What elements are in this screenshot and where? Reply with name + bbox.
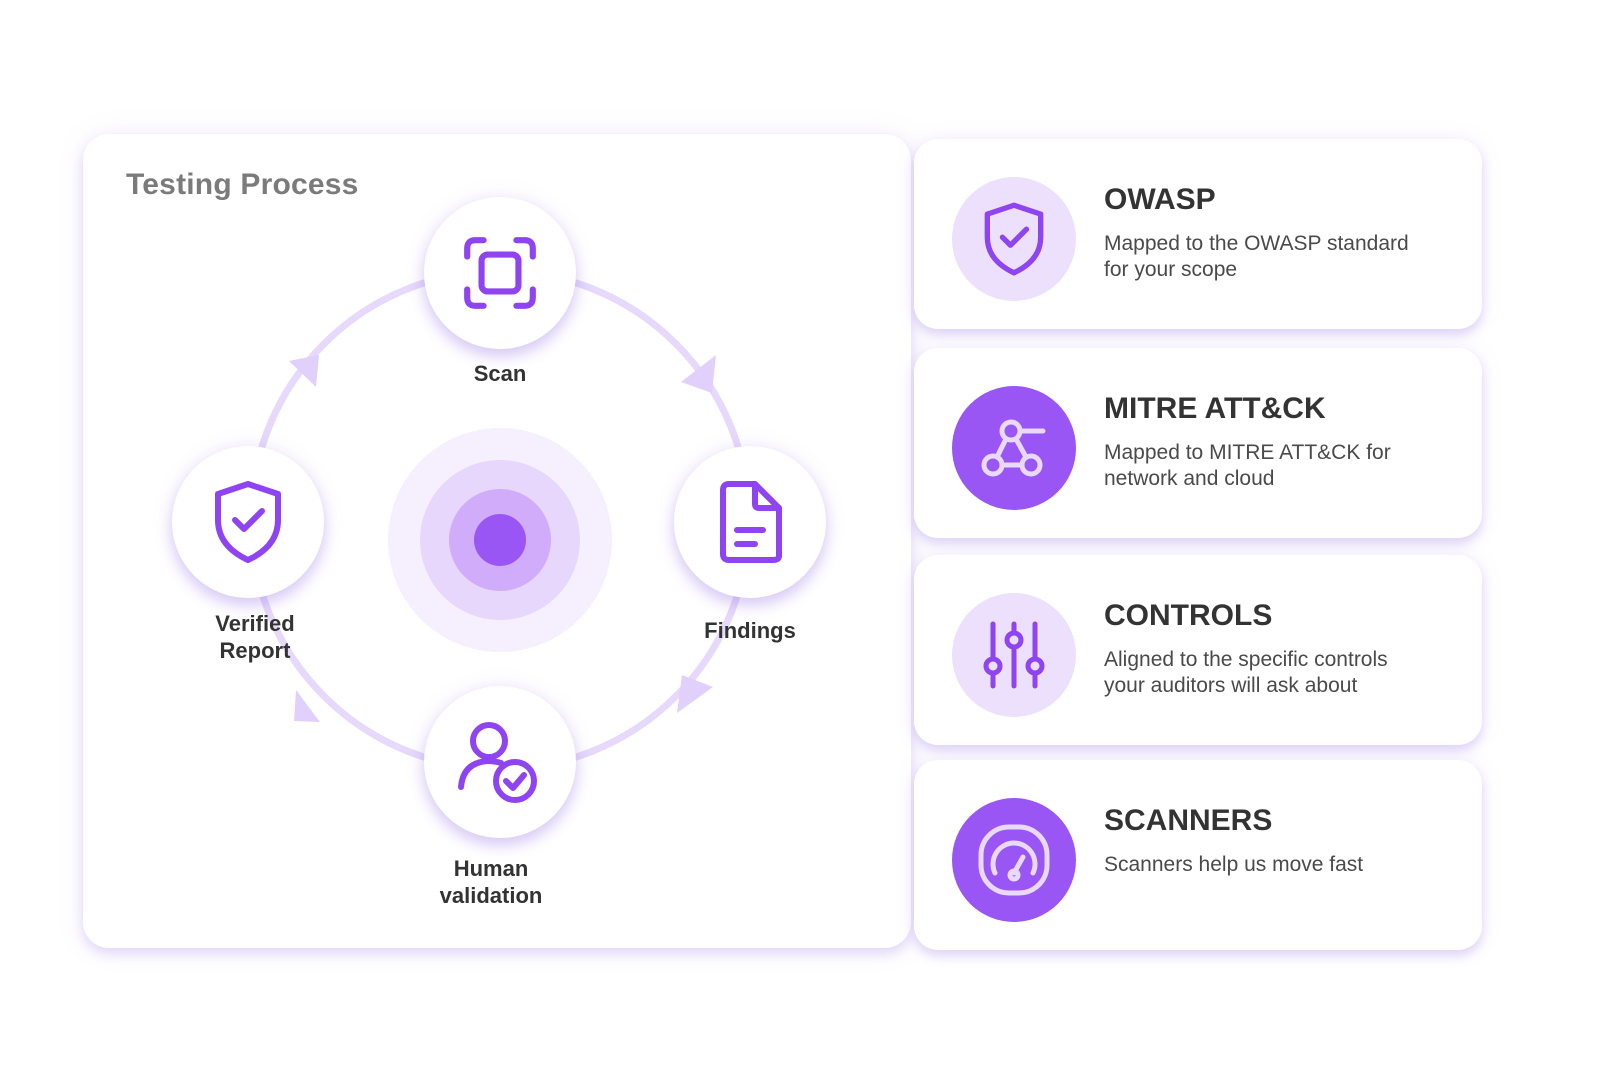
step-label-verified-report: Verified Report <box>215 611 295 663</box>
sliders-icon <box>983 621 1045 689</box>
panel-title: Testing Process <box>126 168 359 201</box>
speedometer-icon <box>978 824 1050 896</box>
card-owasp: OWASP Mapped to the OWASP standard for y… <box>914 139 1482 329</box>
step-findings <box>674 446 826 598</box>
cycle-arrow-icon <box>677 675 713 713</box>
card-description: Mapped to the OWASP standard for your sc… <box>1104 232 1409 281</box>
step-scan <box>424 197 576 349</box>
cycle-arrow-icon <box>681 355 716 393</box>
card-controls: CONTROLS Aligned to the specific control… <box>914 555 1482 745</box>
cycle-arrow-icon <box>294 690 320 722</box>
card-title: CONTROLS <box>1104 599 1273 632</box>
target-icon <box>388 428 612 652</box>
card-description: Scanners help us move fast <box>1104 853 1364 876</box>
card-scanners: SCANNERS Scanners help us move fast <box>914 760 1482 950</box>
step-label-human-validation: Human validation <box>439 856 543 908</box>
card-icon-circle <box>952 798 1076 922</box>
cycle-arrow-icon <box>289 355 319 387</box>
network-icon <box>981 419 1046 477</box>
shield-check-icon <box>984 202 1044 276</box>
card-icon-circle <box>952 386 1076 510</box>
card-icon-circle <box>952 593 1076 717</box>
scan-icon <box>464 237 536 309</box>
card-title: SCANNERS <box>1104 804 1273 837</box>
card-title: MITRE ATT&CK <box>1104 392 1326 425</box>
user-check-icon <box>458 722 537 803</box>
card-mitre-attack: MITRE ATT&CK Mapped to MITRE ATT&CK for … <box>914 348 1482 538</box>
step-human-validation <box>424 686 576 838</box>
step-verified-report <box>172 446 324 598</box>
step-label-scan: Scan <box>473 361 527 386</box>
card-description: Mapped to MITRE ATT&CK for network and c… <box>1104 441 1391 490</box>
document-icon <box>720 481 782 563</box>
card-title: OWASP <box>1104 183 1216 216</box>
card-icon-circle <box>952 177 1076 301</box>
shield-check-icon <box>215 481 281 563</box>
card-description: Aligned to the specific controls your au… <box>1104 648 1388 697</box>
step-label-findings: Findings <box>704 618 796 643</box>
